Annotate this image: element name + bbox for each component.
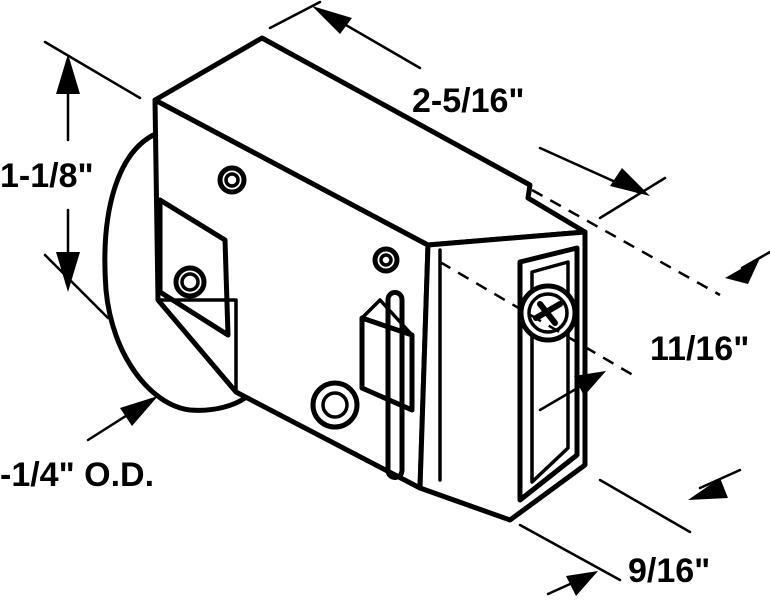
rivet-lower (310, 380, 360, 430)
wheel-diameter-label: -1/4" O.D. (0, 456, 154, 494)
depth-dimension-label: 9/16" (628, 552, 710, 590)
length-dimension-label: 2-5/16" (412, 82, 525, 120)
width-dimension-label: 11/16" (650, 330, 749, 368)
slot-inner (530, 260, 570, 484)
mounting-tab-hole (173, 265, 207, 299)
height-dimension-label: 1-1/8" (0, 157, 94, 195)
rivet-upper (217, 165, 247, 195)
latch-slot (385, 290, 405, 480)
rivet-middle (372, 246, 400, 274)
adjustment-screw (518, 283, 578, 343)
